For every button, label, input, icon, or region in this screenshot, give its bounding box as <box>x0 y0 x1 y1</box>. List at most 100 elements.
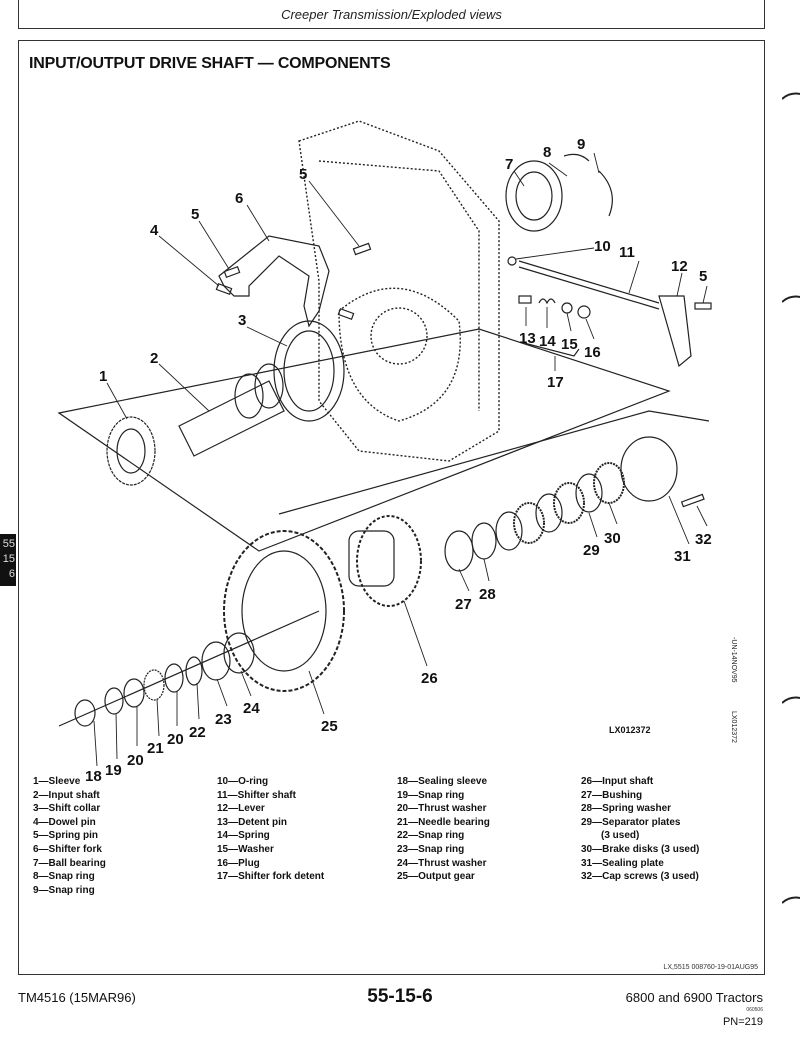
legend-item: 25—Output gear <box>397 871 475 883</box>
figure-date-code: -UN-14NOV95 <box>730 637 737 683</box>
callout-19: 19 <box>105 762 122 779</box>
callout-30: 30 <box>604 530 621 547</box>
legend-item: 30—Brake disks (3 used) <box>581 843 700 855</box>
spring-pin-part-3 <box>337 308 355 320</box>
reference-code: LX,5515 008760-19-01AUG95 <box>663 964 758 971</box>
legend-item: 20—Thrust washer <box>397 803 487 815</box>
callout-4: 4 <box>150 222 159 239</box>
legend-item: 27—Bushing <box>581 789 643 801</box>
callout-31: 31 <box>674 548 691 565</box>
legend-item: 32—Cap screws (3 used) <box>581 871 699 883</box>
legend-column-1: 1—Sleeve 2—Input shaft 3—Shift collar 4—… <box>33 775 106 897</box>
callout-10: 10 <box>594 238 611 255</box>
callout-29: 29 <box>583 542 600 559</box>
snap-ring-8-part <box>563 153 590 162</box>
callout-5b: 5 <box>299 166 307 183</box>
lever-part <box>658 295 692 368</box>
callout-32: 32 <box>695 531 712 548</box>
page-number: PN=219 <box>722 1016 763 1028</box>
callout-21: 21 <box>147 740 164 757</box>
detent-bracket <box>523 336 580 357</box>
cap-screw-part <box>680 493 705 508</box>
callout-7: 7 <box>505 156 513 173</box>
callout-9: 9 <box>577 136 585 153</box>
legend-item: 22—Snap ring <box>397 830 465 842</box>
callout-16: 16 <box>584 344 601 361</box>
dowel-pin-part <box>215 283 233 295</box>
legend-item-continuation: (3 used) <box>601 830 640 842</box>
transmission-housing <box>298 120 500 462</box>
legend-item: 10—O-ring <box>217 776 269 787</box>
legend-item: 29—Separator plates <box>581 816 681 828</box>
legend-item: 12—Lever <box>217 803 265 815</box>
callout-26: 26 <box>421 670 438 687</box>
legend-column-3: 18—Sealing sleeve 19—Snap ring 20—Thrust… <box>397 775 490 884</box>
running-header: Creeper Transmission/Exploded views <box>18 0 765 29</box>
snap-ring-9-part <box>598 170 613 217</box>
legend-item: 18—Sealing sleeve <box>397 776 488 787</box>
sleeve-part <box>106 416 156 486</box>
content-frame: INPUT/OUTPUT DRIVE SHAFT — COMPONENTS <box>18 40 765 975</box>
input-shaft-part <box>178 380 285 457</box>
legend-item: 9—Snap ring <box>33 884 95 896</box>
figure-vertical-id: LX012372 <box>730 711 737 743</box>
header-title: Creeper Transmission/Exploded views <box>281 7 502 22</box>
figure-id: LX012372 <box>609 725 651 735</box>
legend-item: 16—Plug <box>217 857 260 869</box>
spring-pin-part-2 <box>352 242 372 256</box>
callout-25: 25 <box>321 718 338 735</box>
lower-plane-outline <box>278 410 710 515</box>
callout-5a: 5 <box>191 206 199 223</box>
binding-mark-icon <box>782 696 800 704</box>
callout-12: 12 <box>671 258 688 275</box>
section-title: INPUT/OUTPUT DRIVE SHAFT — COMPONENTS <box>29 55 391 72</box>
ball-bearing-part <box>505 160 563 232</box>
callout-20a: 20 <box>127 752 144 769</box>
exploded-view-diagram: 1 2 3 4 5 6 5 7 8 9 10 11 12 5 13 14 15 … <box>57 120 712 785</box>
binding-mark-icon <box>782 92 800 100</box>
callout-2: 2 <box>150 350 158 367</box>
legend-item: 11—Shifter shaft <box>217 789 296 801</box>
callout-11: 11 <box>619 244 635 261</box>
ring-stack-front <box>74 632 255 727</box>
spring-part <box>538 298 556 305</box>
legend-item: 19—Snap ring <box>397 789 465 801</box>
ring-stack-rear <box>444 436 678 572</box>
legend-item: 2—Input shaft <box>33 789 100 801</box>
callout-20b: 20 <box>167 731 184 748</box>
callout-17: 17 <box>547 374 564 391</box>
callout-28: 28 <box>479 586 496 603</box>
input-shaft-26-part <box>356 515 422 607</box>
shifter-shaft-part <box>518 260 660 304</box>
binding-mark-icon <box>782 295 800 303</box>
spring-pin-part <box>223 266 241 278</box>
washer-part <box>561 302 573 314</box>
callout-23: 23 <box>215 711 232 728</box>
page-section-number: 55-15-6 <box>367 986 433 1007</box>
legend-item: 21—Needle bearing <box>397 816 490 828</box>
section-side-tab: 55 15 6 <box>0 534 16 586</box>
legend-item: 23—Snap ring <box>397 843 465 855</box>
callout-22: 22 <box>189 724 206 741</box>
callout-13: 13 <box>519 330 536 347</box>
legend-item: 15—Washer <box>217 843 274 855</box>
callout-27: 27 <box>455 596 472 613</box>
callout-1: 1 <box>99 368 107 385</box>
upper-plane-outline <box>57 328 671 552</box>
legend-item: 3—Shift collar <box>33 803 101 815</box>
side-tab-line: 15 <box>2 553 15 565</box>
callout-15: 15 <box>561 336 578 353</box>
leader-lines <box>93 152 708 767</box>
legend-item: 7—Ball bearing <box>33 857 106 869</box>
spring-pin-part-4 <box>694 302 712 310</box>
footer-small-code: 060506 <box>746 1007 763 1013</box>
plug-part <box>577 305 591 319</box>
legend-column-4: 26—Input shaft 27—Bushing 28—Spring wash… <box>581 775 699 884</box>
front-axis-line <box>58 610 320 727</box>
detent-pin-part <box>518 295 532 304</box>
legend-item: 1—Sleeve <box>33 776 81 787</box>
legend-item: 6—Shifter fork <box>33 843 102 855</box>
side-tab-line: 55 <box>2 538 15 550</box>
shift-collar-part <box>273 320 345 422</box>
o-ring-part <box>507 256 517 266</box>
